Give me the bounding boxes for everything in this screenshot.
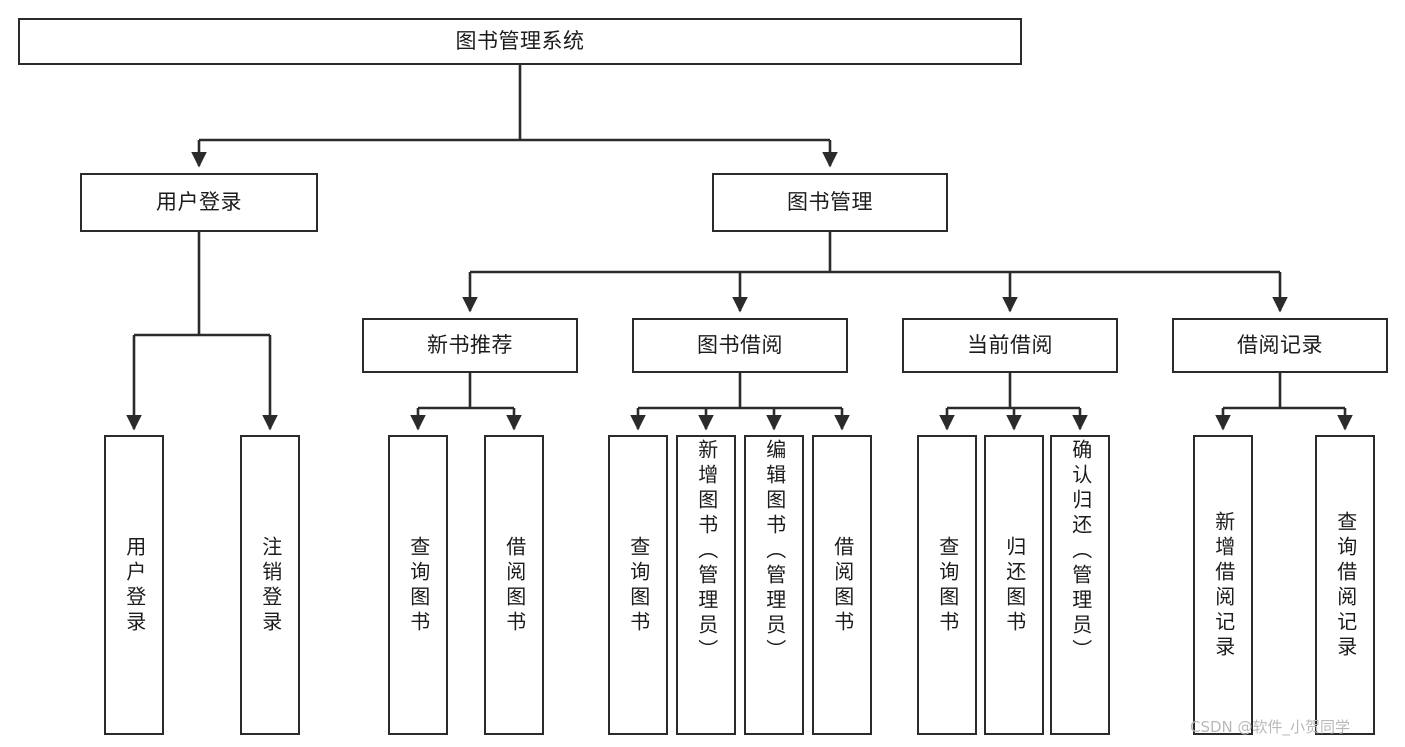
node-leaf-add-record[interactable]: 新增借阅记录	[1193, 435, 1253, 735]
node-leaf-user-logout-label: 注销登录	[258, 536, 283, 636]
node-leaf-query-book-1[interactable]: 查询图书	[388, 435, 448, 735]
node-borrow-record[interactable]: 借阅记录	[1172, 318, 1388, 373]
node-leaf-query-book-3-label: 查询图书	[935, 536, 960, 636]
node-leaf-user-login-label: 用户登录	[122, 536, 147, 636]
node-leaf-return-book-label: 归还图书	[1002, 536, 1027, 636]
node-user-login[interactable]: 用户登录	[80, 173, 318, 232]
node-book-borrow-label: 图书借阅	[697, 333, 783, 358]
node-leaf-confirm-return[interactable]: 确认归还（管理员）	[1050, 435, 1110, 735]
node-leaf-confirm-return-label: 确认归还（管理员）	[1068, 439, 1093, 664]
node-leaf-borrow-book-1-label: 借阅图书	[502, 536, 527, 636]
node-root[interactable]: 图书管理系统	[18, 18, 1022, 65]
node-leaf-query-book-2[interactable]: 查询图书	[608, 435, 668, 735]
node-current-borrow[interactable]: 当前借阅	[902, 318, 1118, 373]
node-leaf-borrow-book-2[interactable]: 借阅图书	[812, 435, 872, 735]
node-leaf-user-logout[interactable]: 注销登录	[240, 435, 300, 735]
node-leaf-query-record[interactable]: 查询借阅记录	[1315, 435, 1375, 735]
node-leaf-return-book[interactable]: 归还图书	[984, 435, 1044, 735]
node-leaf-borrow-book-1[interactable]: 借阅图书	[484, 435, 544, 735]
node-root-label: 图书管理系统	[455, 29, 585, 54]
node-leaf-edit-book[interactable]: 编辑图书（管理员）	[744, 435, 804, 735]
node-book-borrow[interactable]: 图书借阅	[632, 318, 848, 373]
node-current-borrow-label: 当前借阅	[967, 333, 1053, 358]
csdn-watermark: CSDN @软件_小贺同学	[1190, 718, 1351, 736]
node-leaf-query-book-2-label: 查询图书	[626, 536, 651, 636]
node-leaf-add-book-label: 新增图书（管理员）	[694, 439, 719, 664]
node-leaf-borrow-book-2-label: 借阅图书	[830, 536, 855, 636]
node-new-book-recommend-label: 新书推荐	[427, 333, 513, 358]
node-leaf-add-book[interactable]: 新增图书（管理员）	[676, 435, 736, 735]
node-leaf-user-login[interactable]: 用户登录	[104, 435, 164, 735]
node-leaf-edit-book-label: 编辑图书（管理员）	[762, 439, 787, 664]
node-book-management-label: 图书管理	[787, 190, 873, 215]
node-leaf-query-book-1-label: 查询图书	[406, 536, 431, 636]
node-leaf-add-record-label: 新增借阅记录	[1211, 511, 1236, 661]
node-leaf-query-book-3[interactable]: 查询图书	[917, 435, 977, 735]
node-user-login-label: 用户登录	[156, 190, 242, 215]
node-leaf-query-record-label: 查询借阅记录	[1333, 511, 1358, 661]
node-new-book-recommend[interactable]: 新书推荐	[362, 318, 578, 373]
node-borrow-record-label: 借阅记录	[1237, 333, 1323, 358]
node-book-management[interactable]: 图书管理	[712, 173, 948, 232]
